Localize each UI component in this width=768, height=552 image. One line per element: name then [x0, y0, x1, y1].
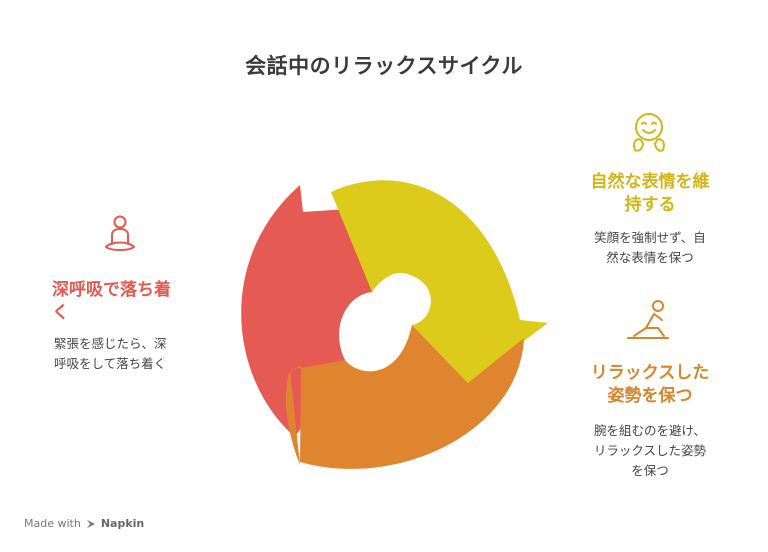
step-desc-deep-breath: 緊張を感じたら、深 呼吸をして落ち着く	[54, 334, 204, 374]
cycle-diagram	[241, 180, 548, 469]
step-heading-natural-expression: 自然な表情を維 持する	[570, 171, 730, 217]
desc-line: 笑顔を強制せず、自	[594, 230, 706, 245]
step-desc-relaxed-posture: 腕を組むのを避け、 リラックスした姿勢 を保つ	[570, 421, 730, 481]
napkin-logo-icon	[86, 519, 95, 528]
diagram-title: 会話中のリラックスサイクル	[245, 54, 523, 78]
desc-line: 呼吸をして落ち着く	[54, 356, 167, 371]
napkin-brand-label: Napkin	[100, 517, 145, 530]
step-desc-natural-expression: 笑顔を強制せず、自 然な表情を保つ	[570, 228, 730, 268]
heading-line: 持する	[624, 195, 676, 215]
desc-line: を保つ	[631, 463, 669, 478]
made-with-napkin-footer: Made with Napkin	[24, 517, 144, 530]
heading-line: く	[52, 303, 69, 323]
step-heading-deep-breath: 深呼吸で落ち着 く	[52, 279, 202, 325]
heading-line: 自然な表情を維	[590, 172, 710, 192]
cycle-segment-orange	[285, 325, 524, 469]
smiling-face-icon	[633, 113, 665, 152]
cycle-segment-yellow	[331, 180, 548, 383]
desc-line: 腕を組むのを避け、	[594, 423, 706, 438]
desc-line: 緊張を感じたら、深	[54, 336, 167, 351]
desc-line: 然な表情を保つ	[606, 250, 694, 265]
heading-line: 姿勢を保つ	[607, 386, 693, 406]
stretching-person-icon	[627, 300, 669, 339]
heading-line: リラックスした	[590, 363, 710, 383]
meditation-person-icon	[105, 215, 135, 251]
desc-line: リラックスした姿勢	[593, 443, 707, 458]
step-heading-relaxed-posture: リラックスした 姿勢を保つ	[570, 362, 730, 408]
made-with-label: Made with	[24, 517, 81, 530]
heading-line: 深呼吸で落ち着	[52, 280, 171, 300]
